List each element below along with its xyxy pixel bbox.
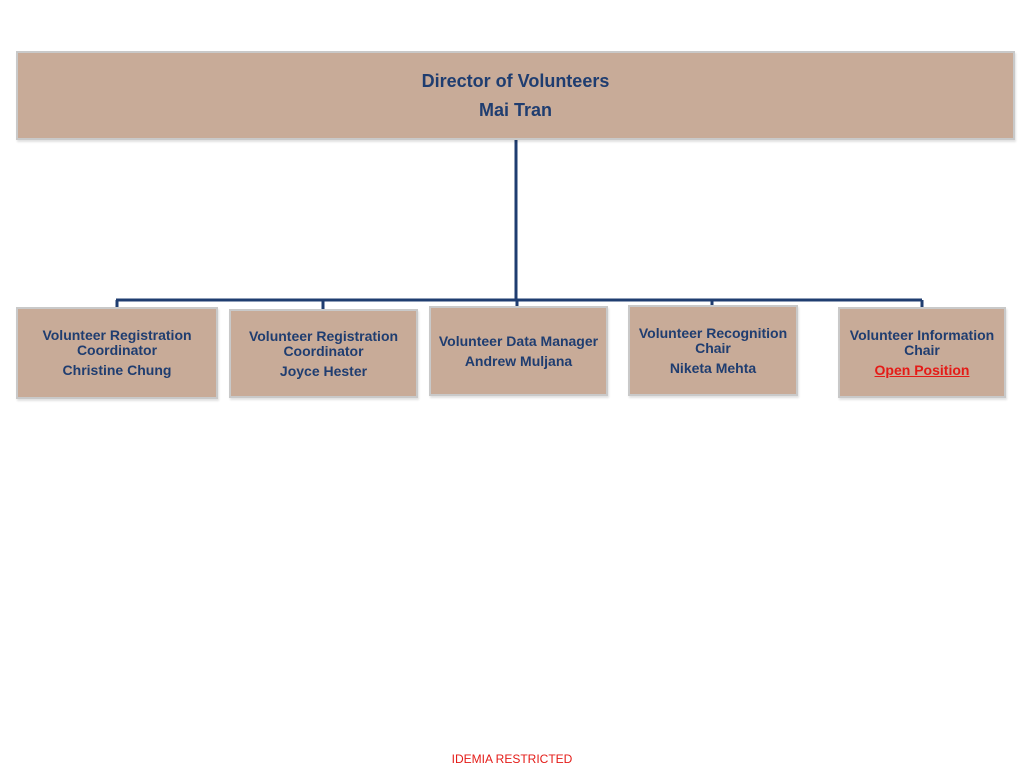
report-title: Volunteer Recognition Chair	[638, 324, 788, 356]
director-name: Mai Tran	[478, 100, 553, 120]
report-name: Joyce Hester	[279, 362, 368, 379]
director-title: Director of Volunteers	[421, 71, 610, 91]
report-box-recognition-chair: Volunteer Recognition Chair Niketa Mehta	[628, 305, 798, 396]
report-box-registration-coordinator-2: Volunteer Registration Coordinator Joyce…	[229, 309, 418, 398]
report-name: Andrew Muljana	[464, 352, 573, 369]
report-box-data-manager: Volunteer Data Manager Andrew Muljana	[429, 306, 608, 396]
report-box-information-chair: Volunteer Information Chair Open Positio…	[838, 307, 1006, 398]
report-title: Volunteer Data Manager	[438, 332, 599, 349]
report-box-registration-coordinator-1: Volunteer Registration Coordinator Chris…	[16, 307, 218, 399]
report-name: Niketa Mehta	[669, 359, 757, 376]
report-title: Volunteer Information Chair	[849, 326, 995, 358]
report-title: Volunteer Registration Coordinator	[42, 327, 192, 358]
open-position-link[interactable]: Open Position	[874, 361, 970, 378]
report-title: Volunteer Registration Coordinator	[248, 327, 399, 359]
classification-footer: IDEMIA RESTRICTED	[451, 752, 573, 766]
director-box: Director of Volunteers Mai Tran	[16, 51, 1015, 140]
report-name: Christine Chung	[62, 362, 172, 378]
